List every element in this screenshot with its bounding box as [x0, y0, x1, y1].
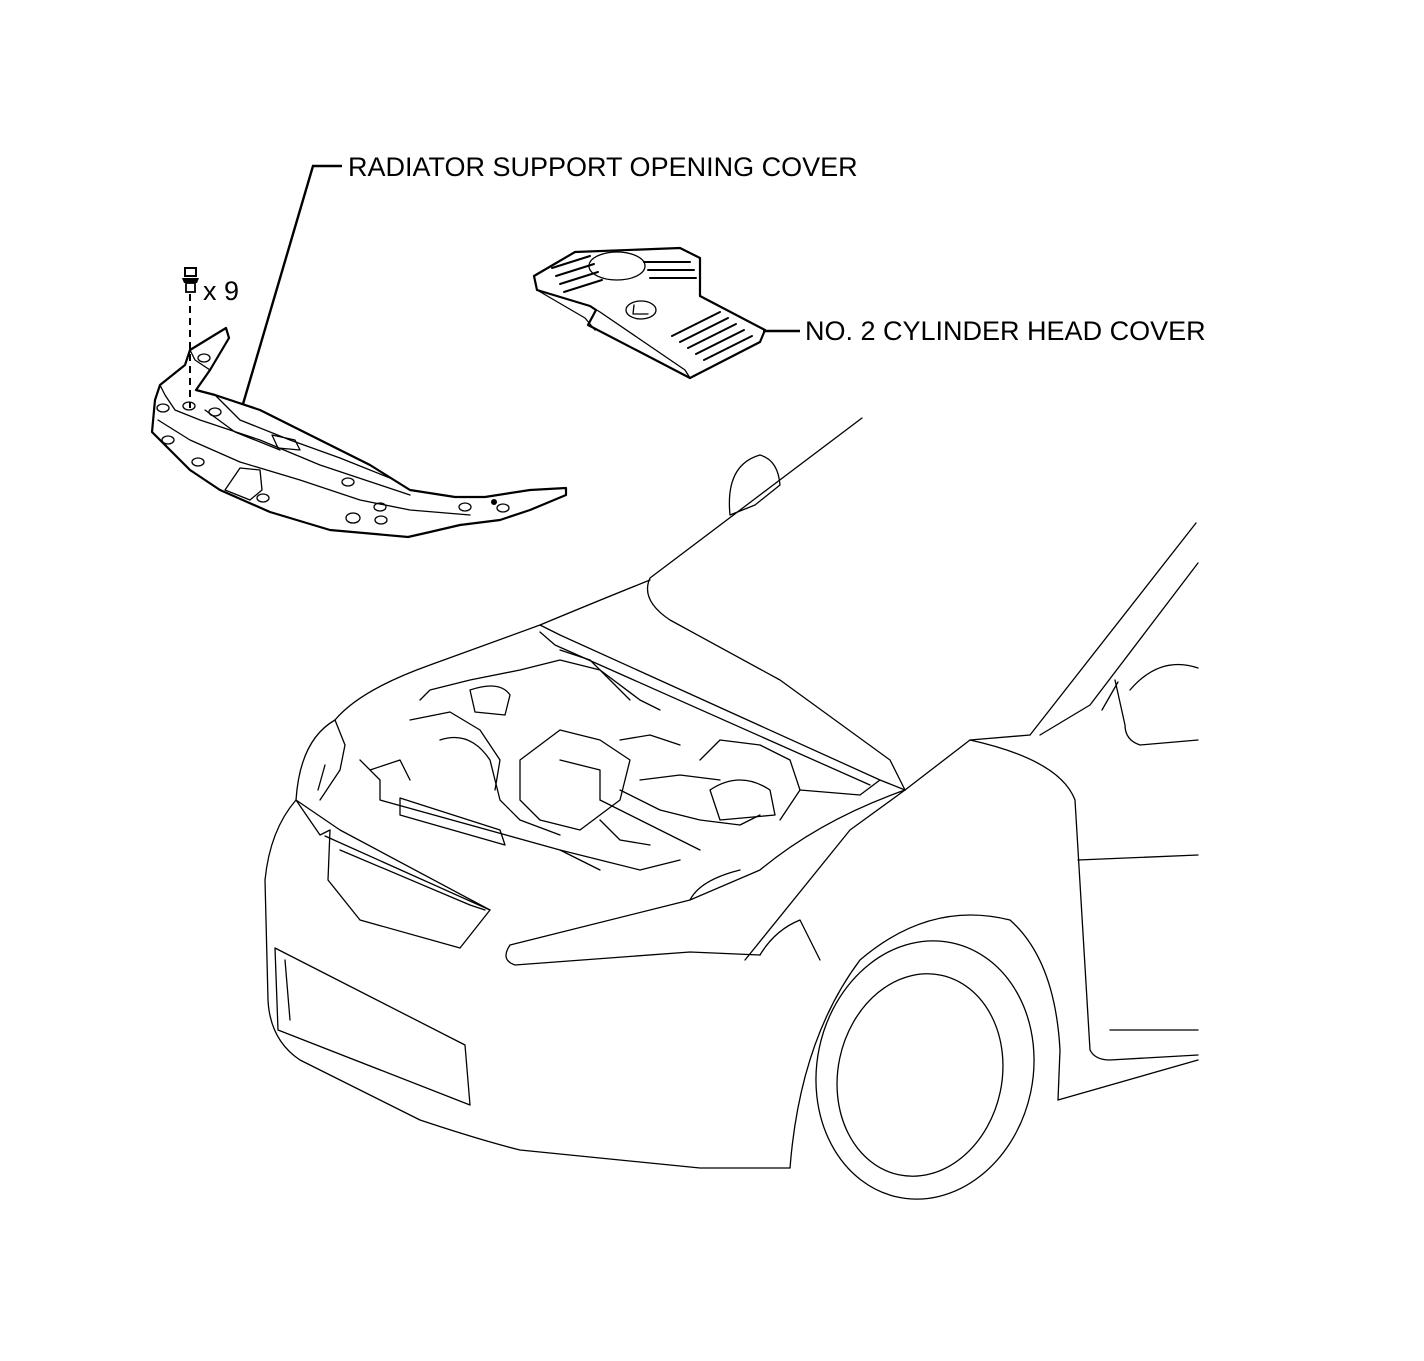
engine-bay: [359, 649, 881, 871]
clip-icon: [182, 267, 199, 293]
cover-ribs-left: [551, 255, 697, 293]
label-no2-cylinder-head-cover: NO. 2 CYLINDER HEAD COVER: [805, 316, 1206, 346]
label-clip-quantity: x 9: [203, 276, 240, 306]
label-radiator-support-opening-cover: RADIATOR SUPPORT OPENING COVER: [348, 152, 858, 182]
radiator-cover-leader-line: [241, 164, 342, 405]
vehicle-drawing: [264, 417, 1199, 1200]
cylinder-head-cover: [532, 246, 767, 380]
radiator-support-opening-cover: [150, 326, 568, 539]
lexus-emblem-icon: [625, 300, 657, 320]
cover-ribs-right: [671, 311, 753, 361]
